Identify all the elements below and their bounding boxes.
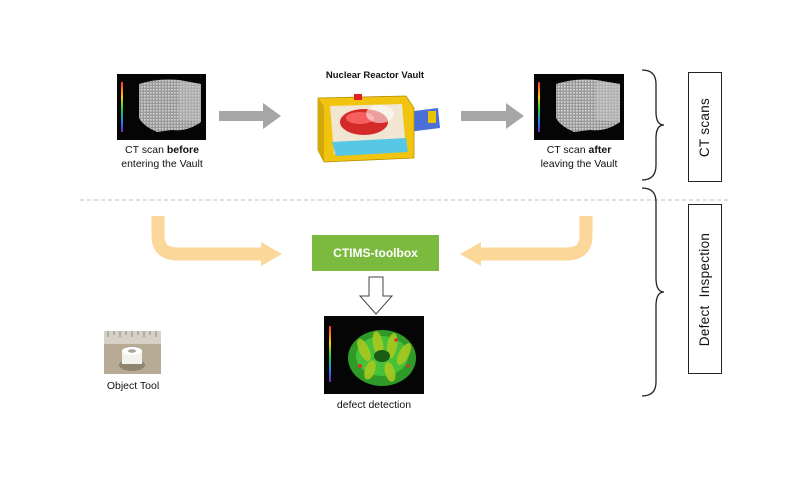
curved-arrow-left bbox=[151, 216, 282, 266]
ct-scan-before-text-2: entering the Vault bbox=[121, 158, 203, 171]
vault-title: Nuclear Reactor Vault bbox=[325, 70, 425, 81]
ct-scan-after-caption: CT scan after leaving the Vault bbox=[514, 143, 644, 171]
ct-scan-before-bold: before bbox=[166, 144, 199, 156]
section-label-ct-scans-text: CT scans bbox=[697, 97, 713, 157]
nuclear-reactor-vault-illustration bbox=[317, 94, 440, 163]
ct-scan-after-text-2: leaving the Vault bbox=[540, 158, 618, 171]
brace-defect-inspection bbox=[641, 187, 665, 397]
ct-scan-after-text: CT scan bbox=[546, 144, 589, 156]
section-label-ct-scans: CT scans bbox=[688, 72, 722, 182]
ct-scan-before-image bbox=[117, 74, 206, 140]
ct-scan-before-text: CT scan bbox=[125, 144, 167, 156]
down-arrow bbox=[358, 276, 394, 315]
defect-detection-caption: defect detection bbox=[336, 399, 412, 411]
section-label-defect-inspection-text: Defect Inspection bbox=[697, 232, 713, 346]
object-tool-caption: Object Tool bbox=[106, 380, 160, 392]
section-label-defect-inspection: Defect Inspection bbox=[688, 204, 722, 374]
ct-scan-after-bold: after bbox=[588, 144, 612, 156]
ctims-toolbox-label: CTIMS-toolbox bbox=[333, 246, 418, 260]
arrow-vault-to-after bbox=[461, 103, 524, 129]
ct-scan-after-image bbox=[534, 74, 624, 140]
ct-scan-before-caption: CT scan before entering the Vault bbox=[95, 143, 229, 171]
arrow-before-to-vault bbox=[219, 103, 281, 129]
defect-detection-image bbox=[324, 316, 424, 394]
ctims-toolbox-box: CTIMS-toolbox bbox=[312, 235, 439, 271]
object-tool-photo bbox=[104, 331, 161, 374]
curved-arrow-right bbox=[460, 216, 593, 266]
brace-ct-scans bbox=[641, 69, 665, 181]
